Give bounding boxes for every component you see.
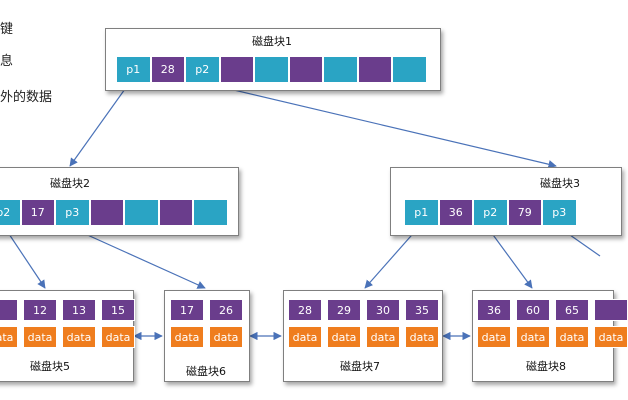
leaf6-key-cell: 17 [170, 299, 204, 321]
disk-block-8-title: 磁盘块8 [526, 360, 566, 373]
leaf5-key-cell [0, 299, 18, 321]
leaf5-data-cell: data [101, 326, 135, 348]
block2-key-cell: 17 [20, 199, 55, 226]
disk-block-6-title: 磁盘块6 [186, 365, 226, 378]
block3-pointer-cell: p2 [473, 199, 508, 226]
root-pointer-cell [323, 56, 358, 83]
block2-pointer-cell [124, 199, 159, 226]
leaf8-key-cell: 36 [477, 299, 511, 321]
arrow-root-p2-to-block3 [199, 81, 557, 169]
arrow-block3-p2-to-block8 [487, 227, 533, 289]
leaf7-data-cell: data [288, 326, 322, 348]
leaf7-key-cell: 35 [405, 299, 439, 321]
leaf5-key-cell: 13 [62, 299, 96, 321]
arrow-block2-p3-to-block6 [71, 227, 206, 289]
legend-line-3: 外的数据 [0, 90, 53, 105]
root-pointer-cell [392, 56, 427, 83]
disk-block-5-title: 磁盘块5 [30, 360, 70, 373]
connector-layer [4, 81, 601, 341]
root-key-cell [219, 56, 254, 83]
leaf7-data-cell: data [366, 326, 400, 348]
arrow-block2-p2-to-block5 [4, 227, 46, 289]
leaf7-key-cell: 30 [366, 299, 400, 321]
disk-block-2-title: 磁盘块2 [50, 177, 90, 190]
block2-pointer-cell: p2 [0, 199, 21, 226]
legend-line-1: 键 [0, 22, 14, 37]
leaf5-data-cell: data [62, 326, 96, 348]
disk-block-3-title: 磁盘块3 [540, 177, 580, 190]
disk-block-root-title: 磁盘块1 [252, 35, 292, 48]
block2-key-cell [89, 199, 124, 226]
leaf6-key-cell: 26 [209, 299, 243, 321]
leaf5-data-cell: data [23, 326, 57, 348]
leaf8-data-cell: data [516, 326, 550, 348]
block3-key-cell: 36 [438, 199, 473, 226]
leaf7-key-cell: 29 [327, 299, 361, 321]
leaf6-data-cell: data [209, 326, 243, 348]
block2-pointer-cell [193, 199, 228, 226]
root-pointer-cell: p2 [185, 56, 220, 83]
leaf8-data-cell: data [555, 326, 589, 348]
leaf5-key-cell: 15 [101, 299, 135, 321]
leaf5-data-cell: data [0, 326, 18, 348]
root-key-cell: 28 [150, 56, 185, 83]
leaf8-data-cell: data [594, 326, 628, 348]
leaf7-data-cell: data [405, 326, 439, 348]
leaf8-key-cell [594, 299, 628, 321]
disk-block-7-title: 磁盘块7 [340, 360, 380, 373]
leaf7-data-cell: data [327, 326, 361, 348]
block3-pointer-cell: p3 [542, 199, 577, 226]
root-pointer-cell [254, 56, 289, 83]
arrow-block3-p1-to-block7 [364, 227, 419, 289]
arrow-root-p1-to-block2 [69, 81, 131, 167]
legend-line-2: 息 [0, 54, 14, 69]
root-key-cell [288, 56, 323, 83]
leaf8-data-cell: data [477, 326, 511, 348]
block2-key-cell [158, 199, 193, 226]
block3-pointer-cell: p1 [404, 199, 439, 226]
leaf7-key-cell: 28 [288, 299, 322, 321]
root-pointer-cell: p1 [116, 56, 151, 83]
leaf8-key-cell: 60 [516, 299, 550, 321]
block2-pointer-cell: p3 [55, 199, 90, 226]
leaf8-key-cell: 65 [555, 299, 589, 321]
block3-key-cell: 79 [507, 199, 542, 226]
leaf6-data-cell: data [170, 326, 204, 348]
leaf5-key-cell: 12 [23, 299, 57, 321]
root-key-cell [357, 56, 392, 83]
